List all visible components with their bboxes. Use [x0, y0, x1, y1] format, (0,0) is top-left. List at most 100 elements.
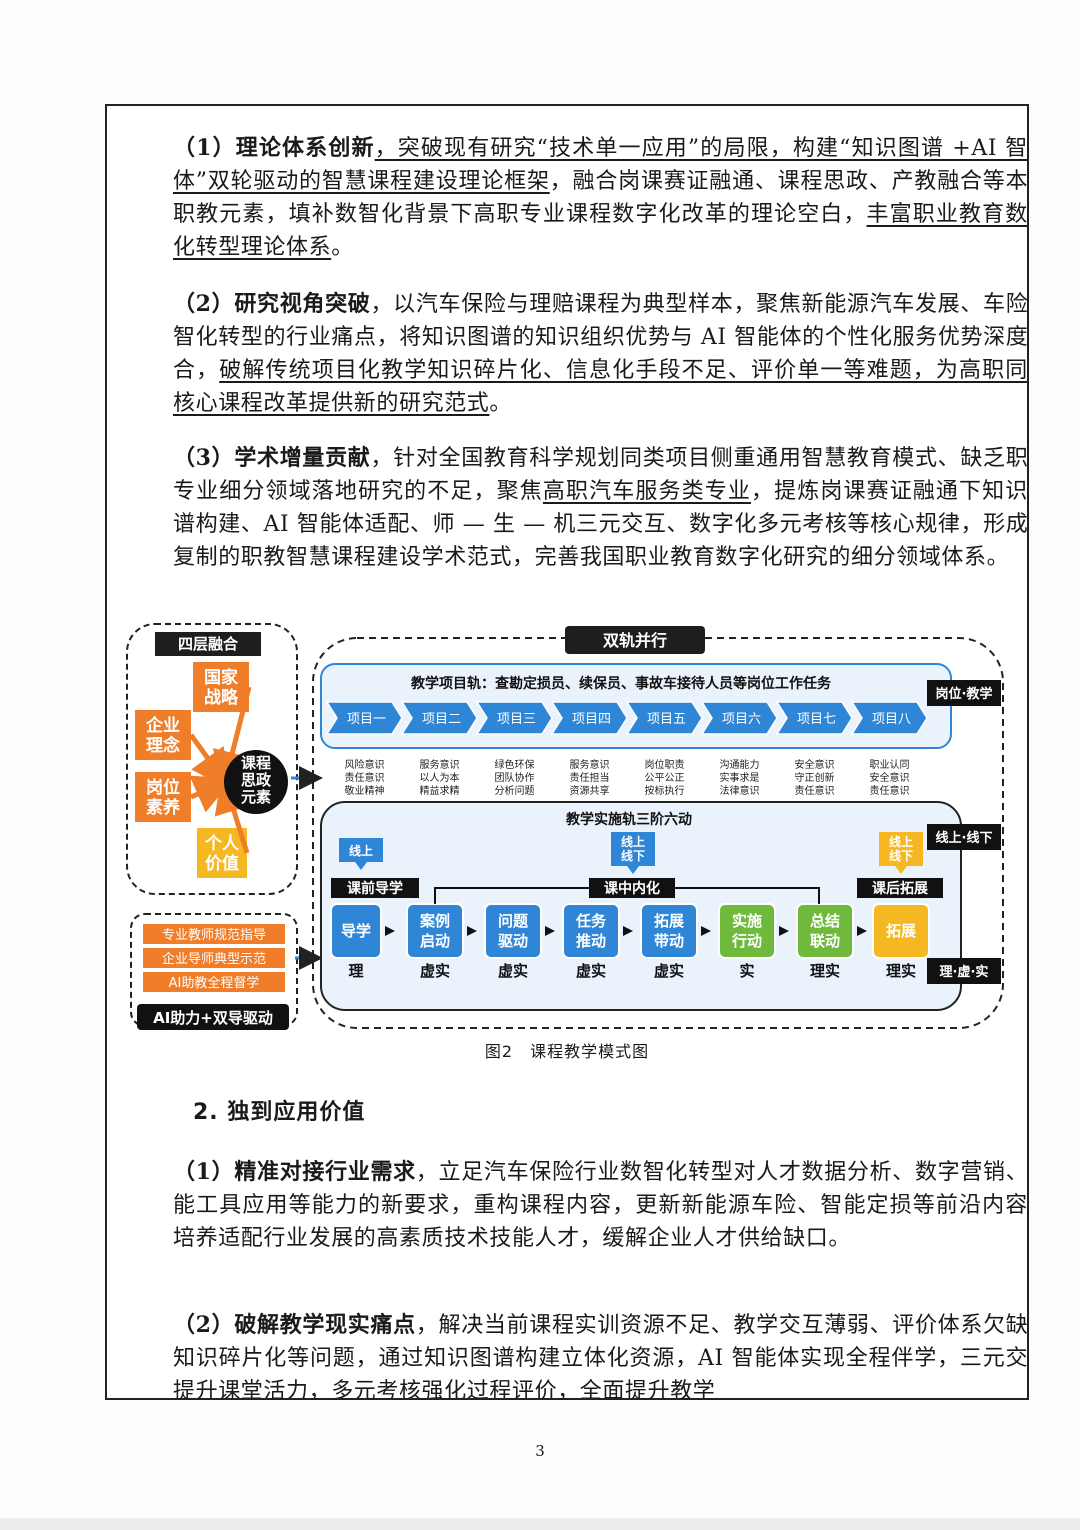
guide-item	[143, 948, 285, 968]
step-arrow	[385, 926, 395, 936]
four-layer-box-label: 国家战略	[204, 667, 239, 708]
step-box	[484, 903, 542, 959]
step-box	[562, 903, 620, 959]
four-layer-box-label: 个人价值	[204, 833, 240, 874]
page-number: 3	[535, 1442, 545, 1460]
para-text: 。	[331, 235, 354, 260]
step-label: 导学	[341, 922, 371, 940]
step-box	[330, 903, 382, 959]
paragraph-research-perspective: （2）研究视角突破，以汽车保险与理赔课程为典型样本，聚焦新能源汽车发展、车险数智…	[129, 288, 1029, 420]
paragraph-academic-contribution: （3）学术增量贡献，针对全国教育科学规划同类项目侧重通用智慧教育模式、缺乏职教专…	[129, 442, 1029, 574]
value-element: 沟通能力	[720, 758, 760, 771]
section-heading: 2. 独到应用价值	[193, 1100, 366, 1125]
value-element: 风险意识	[345, 758, 385, 771]
guide-item-label: 专业教师规范指导	[162, 927, 266, 943]
project-chevron	[550, 701, 628, 735]
four-layer-box	[135, 710, 191, 760]
paragraph-teaching-pain-points: （2）破解教学现实痛点，解决当前课程实训资源不足、教学交互薄弱、评价体系欠缺、知…	[129, 1309, 1027, 1398]
step-arrow	[779, 926, 789, 936]
project-label: 项目五	[647, 712, 686, 727]
project-label: 项目二	[422, 712, 461, 727]
step-mode: 理实	[886, 962, 916, 980]
step-mode: 虚实	[498, 962, 528, 980]
step-label: 总结联动	[810, 912, 840, 950]
project-label: 项目六	[722, 712, 761, 727]
guide-item	[143, 924, 285, 944]
mode-tag: 线上	[349, 843, 373, 858]
para-text: ，融合岗课赛证融通、课程思政、产教融合等本土职教元素，填补数智化背景下高职专业课…	[173, 169, 1029, 227]
project-chevron	[775, 701, 853, 735]
mode-tag: 线上线下	[889, 834, 913, 863]
ideological-elements-label: 课程思政元素	[241, 754, 272, 806]
step-mode: 虚实	[576, 962, 606, 980]
para-text: ，提炼岗课赛证融通下知识图谱构建、AI 智能体适配、师 — 生 — 机三元交互、…	[173, 479, 1029, 570]
value-element: 实事求是	[720, 771, 760, 784]
teaching-implementation-track: 教学实施轨三阶六动 线上·线下 理·虚·实 导学理案例启动虚实问题驱动虚实任务推…	[320, 801, 1001, 1011]
value-element: 分析问题	[495, 784, 535, 797]
four-layer-box	[197, 828, 247, 878]
step-box	[796, 903, 854, 959]
underlined-text: 高职汽车服务类专业	[542, 479, 751, 504]
post-teaching-tag: 岗位·教学	[936, 686, 993, 702]
project-label: 项目四	[572, 712, 611, 727]
step-arrow	[545, 926, 555, 936]
value-element: 资源共享	[570, 784, 610, 797]
value-element: 职业认同	[870, 758, 910, 771]
step-mode: 实	[739, 962, 754, 980]
value-element: 安全意识	[795, 758, 835, 771]
project-chevron	[400, 701, 478, 735]
paragraph-theory-innovation: （1）理论体系创新，突破现有研究“技术单一应用”的局限，构建“知识图谱 +AI …	[129, 132, 1029, 264]
value-element: 以人为本	[420, 771, 460, 784]
step-box	[640, 903, 698, 959]
para-text: ，以汽车保险与理赔课程为典型样本，聚焦新能源汽车发展、车险数智化转型的行业痛点，…	[173, 292, 1029, 383]
paragraph-industry-demand: （1）精准对接行业需求，立足汽车保险行业数智化转型对人才数据分析、数字营销、智能…	[129, 1156, 1027, 1255]
value-element: 责任意识	[345, 771, 385, 784]
value-element: 岗位职责	[645, 758, 685, 771]
step-label: 拓展带动	[654, 912, 684, 950]
stage-label: 课中内化	[604, 880, 660, 897]
value-element: 敬业精神	[345, 784, 385, 797]
para-text: ，针对全国教育科学规划同类项目侧重通用智慧教育模式、缺乏职教专业细分领域落地研究…	[173, 446, 1029, 504]
value-element: 服务意识	[570, 758, 610, 771]
step-label: 问题驱动	[498, 912, 529, 950]
value-element: 按标执行	[645, 784, 685, 797]
step-mode: 虚实	[654, 962, 684, 980]
step-mode: 虚实	[420, 962, 450, 980]
four-layer-box	[193, 662, 249, 712]
mode-tag: 线上线下	[621, 834, 645, 863]
project-label: 项目七	[797, 712, 836, 727]
theory-virtual-real-tag: 理·虚·实	[940, 964, 989, 980]
guide-footer: AI助力+双导驱动	[153, 1009, 273, 1027]
step-label: 案例启动	[419, 912, 450, 950]
value-element: 绿色环保	[495, 758, 535, 771]
para-label: （1）精准对接行业需求	[173, 1159, 416, 1185]
project-chevron	[475, 701, 553, 735]
project-label: 项目三	[497, 712, 536, 727]
value-element: 团队协作	[495, 771, 535, 784]
step-label: 实施行动	[731, 912, 762, 950]
center-circle	[224, 750, 288, 814]
value-element: 守正创新	[795, 771, 835, 784]
step-label: 拓展	[886, 922, 916, 940]
step-mode: 理实	[810, 962, 840, 980]
underlined-text: ，突破现有研究“技术单一应用”的局限，构建“知识图谱 +AI 智能体”双轮驱动的…	[173, 136, 1029, 194]
step-box	[718, 903, 776, 959]
scan-edge	[0, 1518, 1080, 1530]
stage-label: 课后拓展	[872, 880, 928, 897]
guide-item	[143, 972, 285, 992]
dual-track-title: 双轨并行	[603, 631, 667, 650]
implementation-track-title: 教学实施轨三阶六动	[566, 811, 692, 828]
project-chevron	[700, 701, 778, 735]
para-label: （3）学术增量贡献	[173, 445, 371, 471]
guide-item-label: 企业导师典型示范	[162, 951, 266, 967]
value-element: 精益求精	[420, 784, 460, 797]
step-arrow	[623, 926, 633, 936]
online-offline-tag: 线上·线下	[936, 830, 993, 846]
para-label: （2）破解教学现实痛点	[173, 1312, 416, 1338]
value-element: 责任担当	[570, 771, 610, 784]
stage-label: 课前导学	[347, 880, 403, 897]
underlined-text: 破解传统项目化教学知识碎片化、信息化手段不足、评价单一等难题，为高职同类核心课程…	[173, 358, 1029, 416]
